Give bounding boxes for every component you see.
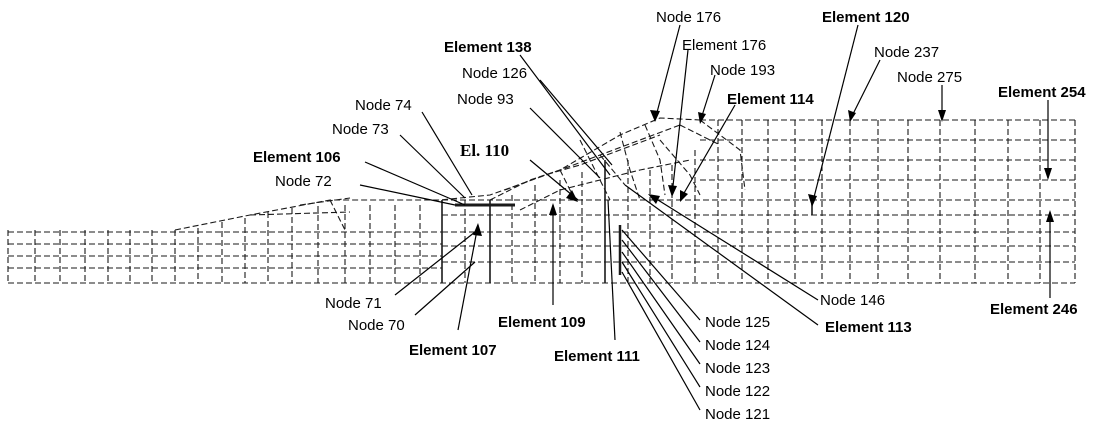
label-element-138: Element 138 [444, 39, 532, 56]
labels: Node 176 Element 120 Element 176 Element… [253, 9, 1086, 423]
label-node-275: Node 275 [897, 69, 962, 86]
label-node-125: Node 125 [705, 314, 770, 331]
label-node-122: Node 122 [705, 383, 770, 400]
label-element-107: Element 107 [409, 342, 497, 359]
label-element-114: Element 114 [727, 91, 814, 108]
label-element-254: Element 254 [998, 84, 1086, 101]
label-node-237: Node 237 [874, 44, 939, 61]
label-element-113: Element 113 [825, 319, 912, 336]
label-node-71: Node 71 [325, 295, 382, 312]
label-el-110: El. 110 [460, 141, 509, 160]
label-element-106: Element 106 [253, 149, 341, 166]
label-node-72: Node 72 [275, 173, 332, 190]
label-node-93: Node 93 [457, 91, 514, 108]
label-element-120: Element 120 [822, 9, 910, 26]
label-element-246: Element 246 [990, 301, 1078, 318]
label-node-121: Node 121 [705, 406, 770, 423]
label-node-146: Node 146 [820, 292, 885, 309]
label-element-109: Element 109 [498, 314, 586, 331]
label-node-126: Node 126 [462, 65, 527, 82]
label-node-123: Node 123 [705, 360, 770, 377]
label-element-111: Element 111 [554, 348, 640, 365]
label-node-193: Node 193 [710, 62, 775, 79]
mesh-grid [7, 117, 1076, 284]
arrowheads [473, 110, 1054, 236]
label-node-124: Node 124 [705, 337, 770, 354]
label-node-176: Node 176 [656, 9, 721, 26]
label-node-74: Node 74 [355, 97, 412, 114]
label-element-176: Element 176 [682, 37, 766, 54]
label-node-73: Node 73 [332, 121, 389, 138]
label-node-70: Node 70 [348, 317, 405, 334]
